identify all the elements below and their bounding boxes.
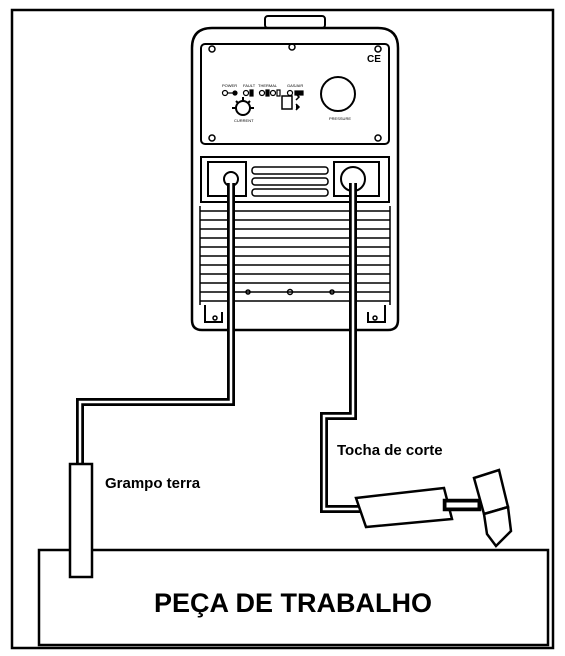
ground-clamp bbox=[68, 462, 94, 579]
ground-cable bbox=[76, 183, 235, 464]
ground-clamp-label: Grampo terra bbox=[105, 475, 201, 492]
indicator-thermal-label: THERMAL bbox=[258, 83, 278, 88]
socket-panel bbox=[200, 156, 390, 203]
pressure-gauge bbox=[320, 76, 356, 112]
gas-switch bbox=[281, 93, 301, 111]
torch-cable bbox=[320, 183, 362, 513]
workpiece-label: PEÇA DE TRABALHO bbox=[154, 588, 432, 618]
indicator-fault-label: FAULT bbox=[243, 83, 256, 88]
current-knob bbox=[232, 97, 254, 116]
cutting-torch-label: Tocha de corte bbox=[337, 442, 443, 459]
indicator-gas-label: GAS/AIR bbox=[287, 83, 303, 88]
indicator-lamps bbox=[221, 89, 304, 97]
machine-body bbox=[190, 26, 400, 332]
control-panel bbox=[200, 43, 390, 145]
pressure-label: PRESSURE bbox=[329, 116, 351, 121]
machine-handle bbox=[264, 15, 326, 29]
current-label: CURRENT bbox=[234, 118, 254, 123]
plasma-cutter-machine: CE POWER FAULT THERMAL GAS/AIR CURRENT bbox=[190, 15, 400, 332]
cutting-torch bbox=[354, 468, 513, 548]
indicator-power-label: POWER bbox=[222, 83, 237, 88]
ce-mark: CE bbox=[367, 54, 381, 65]
workpiece bbox=[37, 548, 550, 647]
